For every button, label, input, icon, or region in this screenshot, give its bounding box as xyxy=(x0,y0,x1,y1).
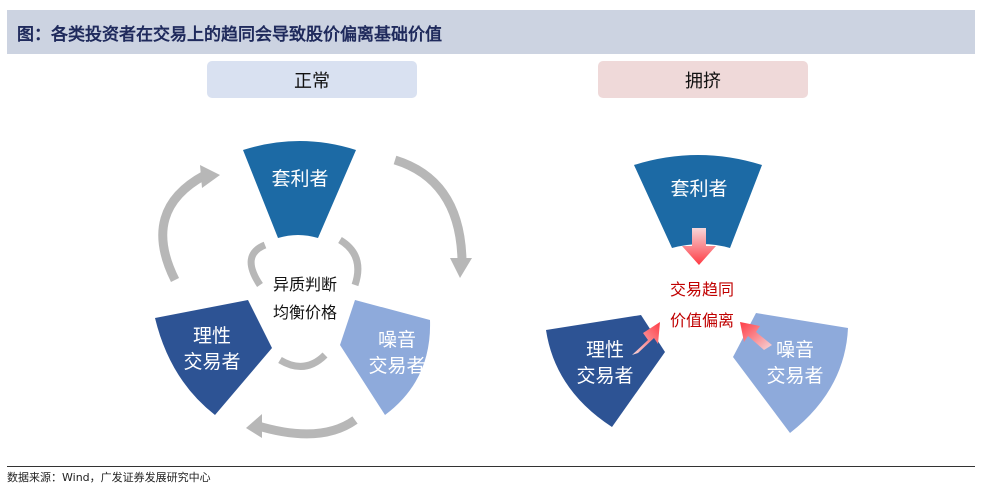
figure-title: 图：各类投资者在交易上的趋同会导致股价偏离基础价值 xyxy=(7,10,975,54)
rational-label-1: 理性 xyxy=(193,325,231,347)
rational-segment-crowded xyxy=(546,315,665,427)
crowded-center-label-1: 交易趋同 xyxy=(670,280,734,299)
arrow-down-icon xyxy=(682,228,716,265)
noise-label-1: 噪音 xyxy=(378,329,416,351)
crowded-center-label-2: 价值偏离 xyxy=(670,311,734,330)
normal-tag: 正常 xyxy=(207,61,417,98)
arbitrageur-label: 套利者 xyxy=(271,168,328,190)
noise-label-crowded-2: 交易者 xyxy=(766,365,823,387)
arbitrageur-label-crowded: 套利者 xyxy=(670,178,727,200)
rational-label-2: 交易者 xyxy=(183,351,240,373)
noise-label-2: 交易者 xyxy=(368,355,425,377)
center-label-2: 均衡价格 xyxy=(273,303,337,322)
arbitrageur-segment xyxy=(243,141,356,238)
arbitrageur-segment-crowded xyxy=(634,155,762,248)
rational-segment xyxy=(155,300,272,415)
cycle-arrows xyxy=(158,155,467,439)
noise-segment xyxy=(340,300,431,415)
noise-label-crowded-1: 噪音 xyxy=(776,339,814,361)
arrow-up-right-icon xyxy=(632,322,660,355)
rational-label-crowded-1: 理性 xyxy=(586,339,624,361)
center-label-1: 异质判断 xyxy=(273,275,337,294)
figure-title-text: 图：各类投资者在交易上的趋同会导致股价偏离基础价值 xyxy=(17,24,442,45)
rational-label-crowded-2: 交易者 xyxy=(576,365,633,387)
arrow-up-left-icon xyxy=(740,322,772,350)
source-note: 数据来源：Wind，广发证券发展研究中心 xyxy=(7,466,975,485)
crowded-tag: 拥挤 xyxy=(598,61,808,98)
